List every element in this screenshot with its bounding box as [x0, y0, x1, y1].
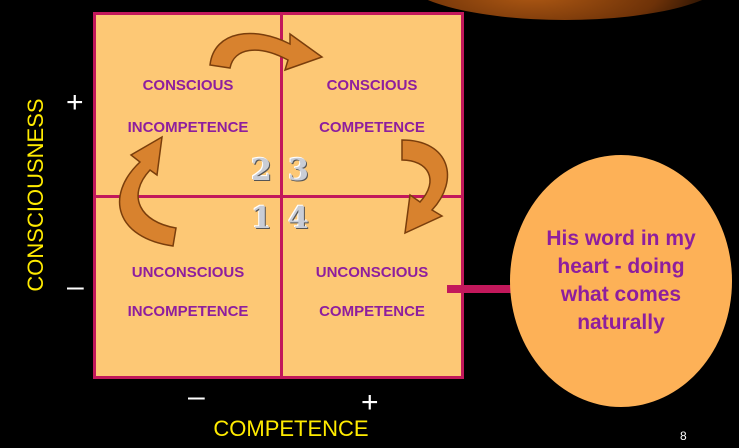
callout-bubble-text: His word in my heart - doing what comes …	[546, 227, 696, 334]
quadrant-conscious-incompetence-line2: INCOMPETENCE	[127, 119, 249, 136]
x-axis-plus-sign: +	[361, 386, 379, 419]
competence-matrix: CONSCIOUS INCOMPETENCE CONSCIOUS COMPETE…	[93, 12, 464, 379]
stage-number-3: 3	[288, 153, 309, 188]
quadrant-unconscious-competence-line1: UNCONSCIOUS	[315, 264, 429, 281]
quadrant-conscious-competence-line1: CONSCIOUS	[326, 77, 418, 94]
y-axis-plus-sign: +	[66, 86, 84, 119]
stage-number-1: 1	[251, 201, 272, 236]
stage-number-4: 4	[288, 201, 309, 236]
y-axis-minus-sign: –	[67, 270, 84, 303]
x-axis-minus-sign: –	[188, 380, 205, 413]
callout-bubble: His word in my heart - doing what comes …	[510, 155, 732, 407]
quadrant-unconscious-incompetence-line1: UNCONSCIOUS	[131, 264, 245, 281]
quadrant-conscious-incompetence-line1: CONSCIOUS	[142, 77, 234, 94]
quadrant-conscious-competence-line2: COMPETENCE	[319, 119, 425, 136]
curved-arrow-2-to-3	[209, 32, 324, 72]
y-axis-label: CONSCIOUSNESS	[23, 98, 48, 292]
pointer-arrow-to-bubble	[447, 279, 548, 299]
quadrant-unconscious-incompetence-line2: INCOMPETENCE	[127, 303, 249, 320]
matrix-horizontal-divider	[96, 195, 461, 198]
quadrant-unconscious-competence-line2: COMPETENCE	[319, 303, 425, 320]
x-axis-label: COMPETENCE	[213, 416, 369, 441]
curved-arrow-1-to-2	[118, 135, 177, 247]
stage-number-2: 2	[251, 153, 272, 188]
slide-page-number: 8	[680, 429, 687, 443]
curved-arrow-3-to-4	[401, 139, 449, 235]
